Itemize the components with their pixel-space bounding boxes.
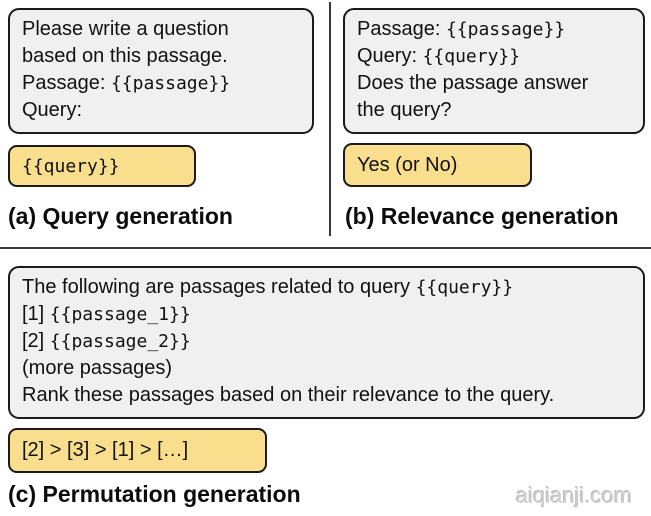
prompt-text: Please write a question [22,18,229,40]
permutation-generation-prompt-box: The following are passages related to qu… [8,266,645,419]
prompt-line: Query: [22,97,300,124]
prompt-text: Query: [22,99,83,121]
prompt-line: based on this passage. [22,43,300,70]
query-generation-output-box: {{query}} [8,145,196,187]
vertical-divider [329,2,331,236]
prompt-text: (more passages) [22,357,173,379]
prompt-line: [1] {{passage_1}} [22,301,631,328]
relevance-generation-prompt-box: Passage: {{passage}} Query: {{query}} Do… [343,8,645,134]
prompt-text: Does the passage answer [357,72,589,94]
prompt-text: [2] [22,330,50,352]
template-variable: {{passage_2}} [49,331,191,352]
prompt-line: Please write a question [22,16,300,43]
prompt-line: [2] {{passage_2}} [22,328,631,355]
prompt-line: Rank these passages based on their relev… [22,382,631,409]
prompt-text: The following are passages related to qu… [22,276,416,298]
prompt-text: based on this passage. [22,45,228,67]
prompt-text: [1] [22,303,50,325]
prompt-line: Passage: {{passage}} [357,16,631,43]
template-variable: {{query}} [415,277,514,298]
prompt-text: Passage: [22,72,111,94]
template-variable: {{query}} [422,46,521,67]
template-variable: {{passage}} [445,19,566,40]
prompt-text: the query? [357,99,452,121]
watermark-text: aiqianji.com [516,483,633,508]
prompt-line: Query: {{query}} [357,43,631,70]
prompt-text: Rank these passages based on their relev… [22,384,555,406]
caption-query-generation: (a) Query generation [8,203,233,229]
permutation-generation-output-box: [2] > [3] > [1] > […] [8,428,267,473]
prompt-line: the query? [357,97,631,124]
template-variable: {{passage}} [110,73,231,94]
prompt-line: (more passages) [22,355,631,382]
output-text: Yes (or No) [357,153,458,176]
prompt-line: Does the passage answer [357,70,631,97]
template-variable: {{passage_1}} [49,304,191,325]
horizontal-divider [0,247,651,249]
output-text: [2] > [3] > [1] > […] [22,439,189,461]
relevance-generation-output-box: Yes (or No) [343,143,532,187]
caption-permutation-generation: (c) Permutation generation [8,481,301,507]
prompt-text: Query: [357,45,423,67]
prompt-line: The following are passages related to qu… [22,274,631,301]
query-generation-prompt-box: Please write a question based on this pa… [8,8,314,134]
template-variable: {{query}} [22,155,120,177]
caption-relevance-generation: (b) Relevance generation [345,203,619,229]
prompt-line: Passage: {{passage}} [22,70,300,97]
prompt-text: Passage: [357,18,446,40]
